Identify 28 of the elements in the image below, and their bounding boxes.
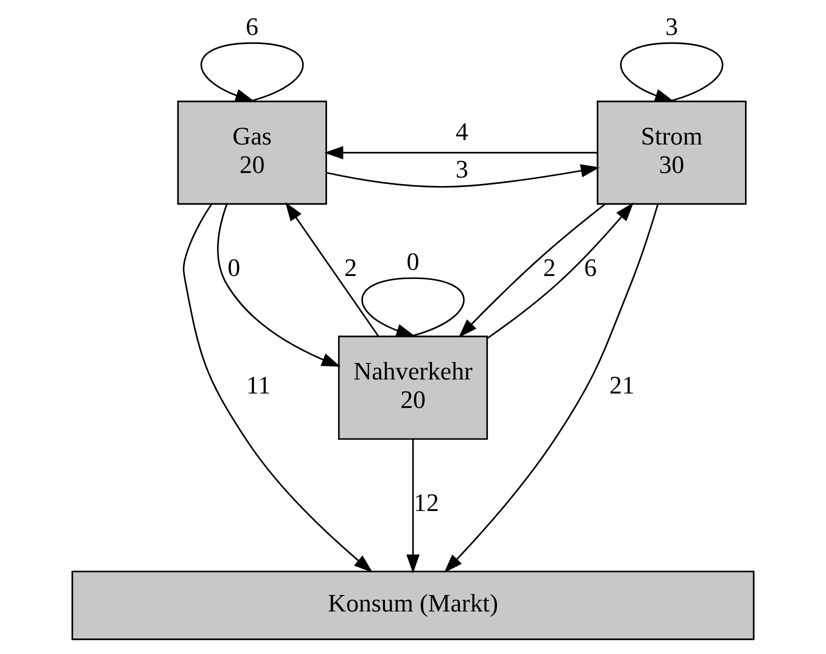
edge-label: 4 — [456, 118, 468, 146]
node-box: Gas 20 — [177, 100, 328, 205]
node-box: Nahverkehr 20 — [338, 336, 488, 440]
arrow — [324, 146, 598, 160]
edge-label: 2 — [543, 255, 556, 282]
edge-label: 12 — [414, 490, 440, 518]
arrow — [217, 204, 341, 367]
edge-label: 11 — [246, 372, 271, 400]
node-box: Konsum (Markt) — [72, 570, 754, 640]
edge-label: 0 — [406, 248, 420, 276]
arrow — [182, 204, 373, 573]
arrow — [200, 42, 304, 102]
edge-label: 2 — [344, 255, 357, 282]
arrow — [620, 42, 724, 102]
arrow — [285, 202, 379, 337]
edge-label: 6 — [584, 255, 597, 282]
arrow — [362, 277, 464, 337]
edge-label: 21 — [609, 372, 635, 400]
edge-label: 6 — [246, 14, 258, 41]
arrow — [326, 164, 600, 188]
edge-label: 0 — [228, 255, 240, 282]
edge-label: 3 — [456, 156, 468, 184]
node-box: Strom 30 — [596, 100, 747, 205]
edge-label: 3 — [665, 14, 678, 41]
arrow — [406, 439, 420, 574]
arrow — [458, 203, 606, 338]
arrow — [444, 204, 659, 573]
arrow — [487, 202, 634, 339]
